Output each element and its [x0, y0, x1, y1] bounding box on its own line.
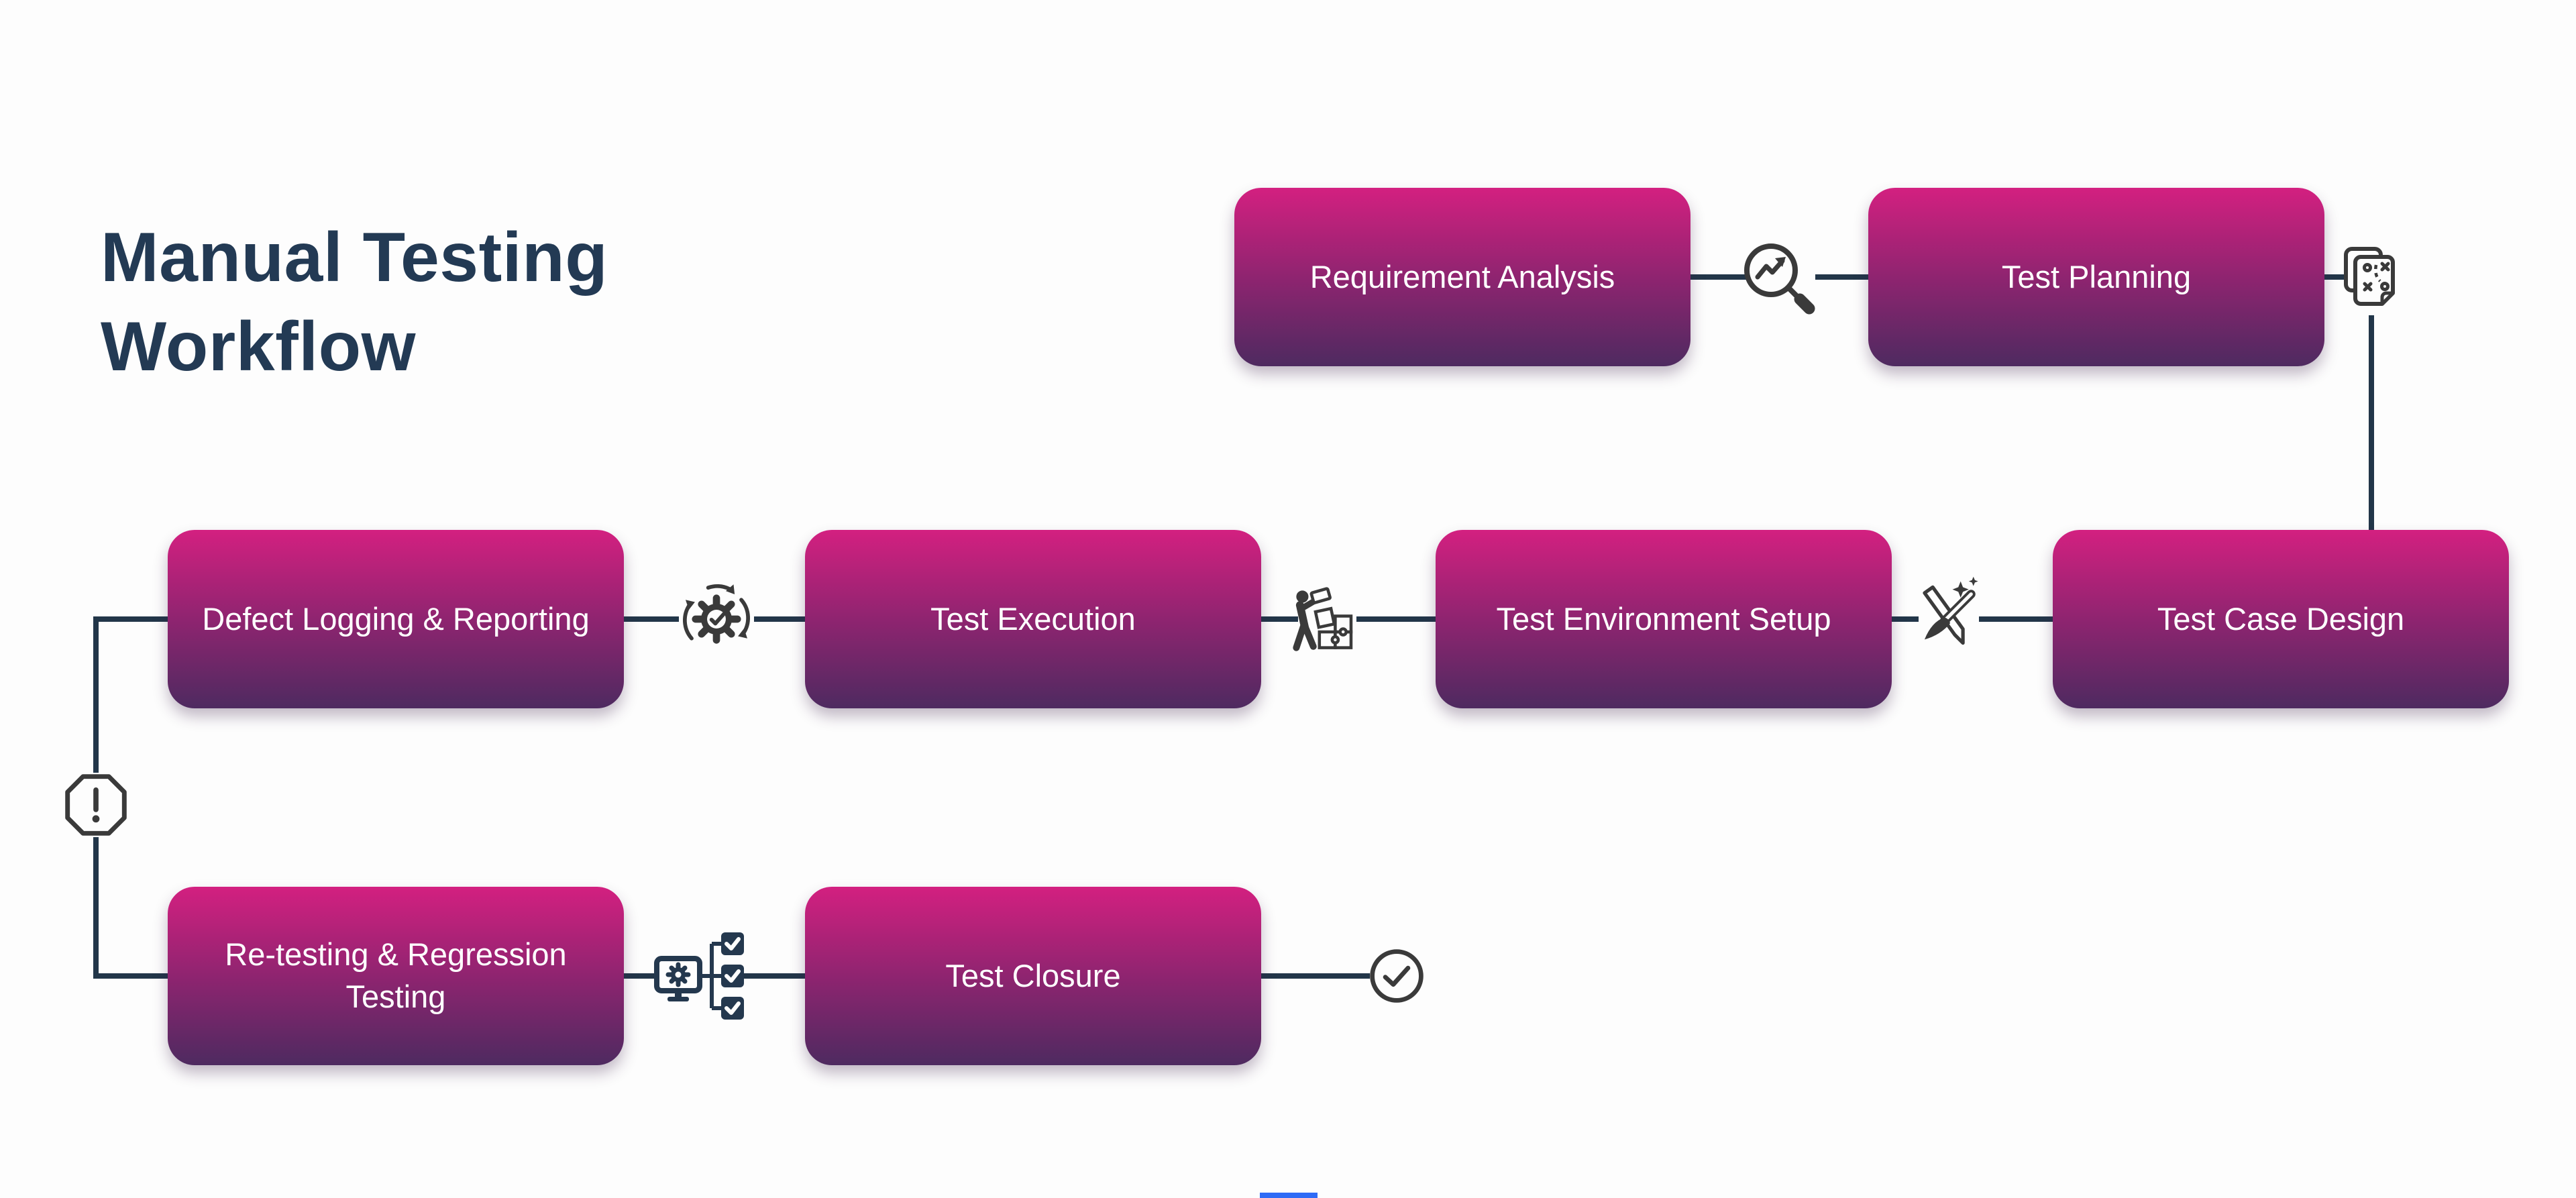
pencil-brush-design-icon [1923, 576, 1978, 645]
connector-gear-to-execution [754, 616, 805, 622]
strategy-sheet-icon [2344, 247, 2395, 306]
connector-execution-to-puzzle [1261, 616, 1298, 622]
node-requirement-analysis: Requirement Analysis [1234, 188, 1690, 366]
gear-sync-check-icon [682, 584, 751, 644]
bottom-accent-strip [1260, 1193, 1318, 1198]
node-test-environment-setup: Test Environment Setup [1436, 530, 1892, 708]
node-defect-logging-reporting: Defect Logging & Reporting [168, 530, 624, 708]
connector-planning-to-strategy [2324, 274, 2356, 280]
connector-closure-to-done [1261, 973, 1370, 979]
connector-retesting-to-monitor [624, 973, 661, 979]
search-trend-icon [1744, 243, 1815, 315]
node-re-testing-regression: Re-testing & Regression Testing [168, 887, 624, 1065]
connector-strategy-to-case-design [2369, 315, 2374, 530]
node-test-execution: Test Execution [805, 530, 1261, 708]
monitor-checklist-icon [654, 932, 744, 1020]
node-label: Test Execution [930, 600, 1136, 637]
person-puzzle-icon [1293, 587, 1353, 651]
node-label: Test Closure [945, 957, 1121, 993]
warning-octagon-icon [65, 774, 127, 836]
connector-defect-to-loop [93, 616, 168, 622]
node-label: Test Environment Setup [1496, 600, 1831, 637]
connector-design-icon-to-case-design [1979, 616, 2053, 622]
node-label: Test Case Design [2157, 600, 2405, 637]
node-test-closure: Test Closure [805, 887, 1261, 1065]
node-test-planning: Test Planning [1868, 188, 2324, 366]
connector-requirement-to-search [1690, 274, 1750, 280]
connector-defect-to-gear [624, 616, 679, 622]
connector-search-to-planning [1815, 274, 1868, 280]
connector-loop-lower [93, 837, 99, 976]
connector-checklist-to-closure [744, 973, 805, 979]
connector-loop-upper [93, 619, 99, 773]
node-test-case-design: Test Case Design [2053, 530, 2509, 708]
node-label: Defect Logging & Reporting [202, 600, 590, 637]
connector-env-setup-to-design-icon [1892, 616, 1919, 622]
node-label: Re-testing & Regression Testing [225, 936, 567, 1014]
page-title: Manual Testing Workflow [101, 218, 608, 386]
connector-loop-to-retesting [93, 973, 168, 979]
node-label: Test Planning [2001, 258, 2192, 294]
check-circle-icon [1370, 949, 1424, 1003]
node-label: Requirement Analysis [1309, 258, 1615, 294]
connector-puzzle-to-env-setup [1356, 616, 1436, 622]
